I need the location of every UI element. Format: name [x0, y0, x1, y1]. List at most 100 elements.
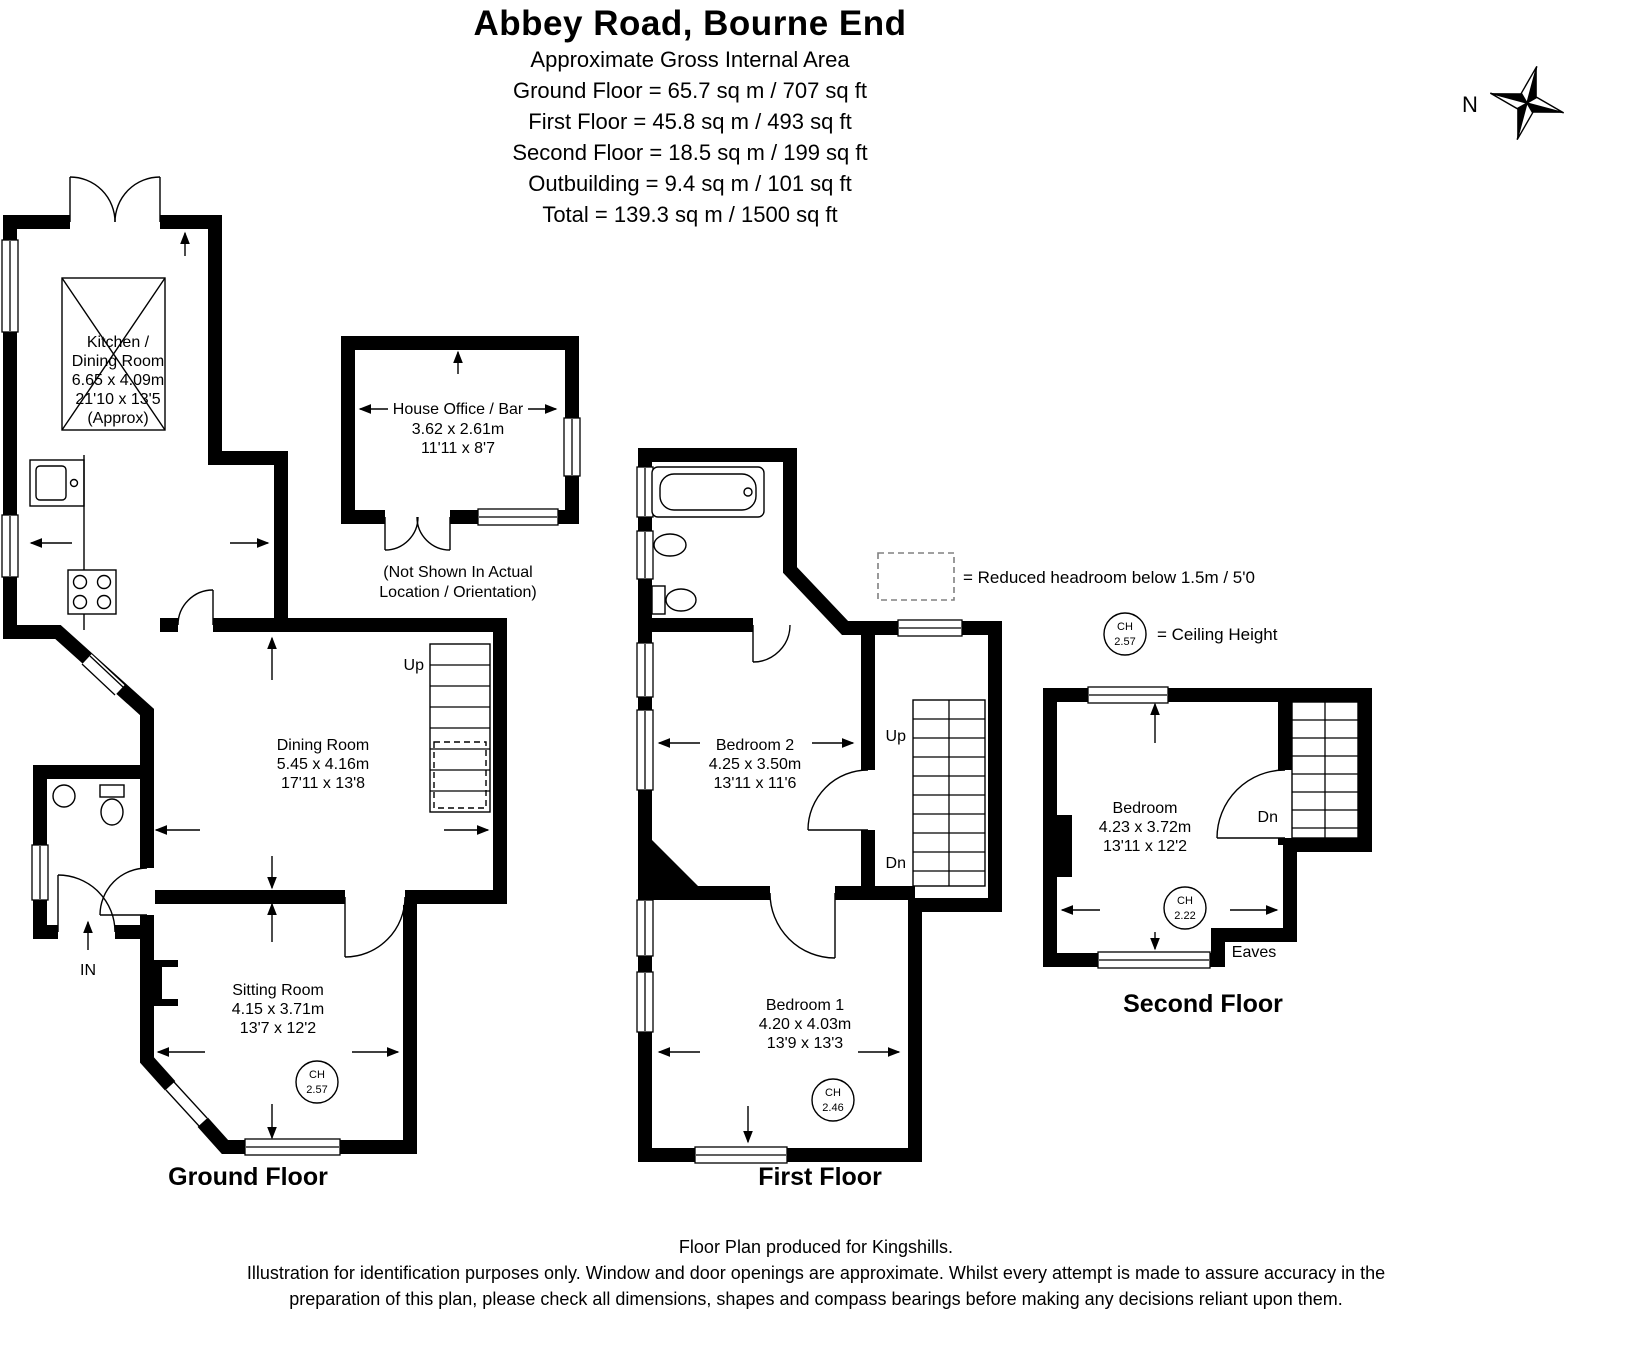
wc-basin-icon: [52, 784, 76, 808]
room-name: Dining Room: [72, 353, 164, 370]
room-dims-ft: 13'9 x 13'3: [767, 1035, 843, 1052]
second-floor-plan: Bedroom 4.23 x 3.72m 13'11 x 12'2 CH 2.2…: [1043, 686, 1372, 969]
office-windows: [477, 417, 581, 526]
second-stairs: [1291, 701, 1359, 839]
second-windows: [1087, 686, 1211, 969]
office-doors: [384, 516, 451, 551]
office-outline: [341, 336, 579, 524]
room-name: Bedroom 2: [716, 737, 794, 754]
rooflight-icon: [61, 277, 166, 431]
first-stairs: [912, 699, 986, 887]
room-name: Bedroom 1: [766, 997, 844, 1014]
room-dims-m: 4.25 x 3.50m: [709, 756, 802, 773]
ground-floor-plan: Kitchen / Dining Room 6.65 x 4.09m 21'10…: [1, 176, 507, 1156]
area-line-second: Second Floor = 18.5 sq m / 199 sq ft: [512, 140, 868, 165]
compass-icon: [1489, 65, 1565, 141]
bath-icon: [651, 466, 765, 518]
sitting-label: Sitting Room 4.15 x 3.71m 13'7 x 12'2: [232, 982, 325, 1037]
ground-doors: [57, 176, 406, 958]
ground-windows: [1, 239, 341, 1156]
page-title: Abbey Road, Bourne End: [473, 4, 907, 43]
ch-abbr: CH: [1117, 621, 1133, 633]
chimney-breast: [1050, 815, 1072, 877]
room-name: Dining Room: [277, 737, 369, 754]
ground-stairs: [429, 643, 491, 813]
ground-floor-outline: [3, 215, 507, 1154]
kitchen-label: Kitchen / Dining Room 6.65 x 4.09m 21'10…: [72, 334, 165, 427]
first-dimension-arrows: [657, 738, 901, 1144]
wc-toilet-icon: [99, 784, 125, 826]
chimney-breast: [652, 840, 698, 886]
header: Abbey Road, Bourne End Approximate Gross…: [0, 0, 1380, 230]
area-line-outbuilding: Outbuilding = 9.4 sq m / 101 sq ft: [528, 171, 852, 196]
ground-floor-caption: Ground Floor: [168, 1163, 328, 1191]
room-name: Sitting Room: [232, 982, 324, 999]
office-label: House Office / Bar 3.62 x 2.61m 11'11 x …: [379, 401, 536, 601]
ch-abbr: CH: [1177, 895, 1193, 907]
ch-abbr: CH: [825, 1087, 841, 1099]
second-dimension-arrows: [1060, 702, 1279, 951]
ch-abbr: CH: [309, 1069, 325, 1081]
reduced-headroom-area: [433, 741, 487, 809]
header-subtitle: Approximate Gross Internal Area: [530, 47, 850, 72]
ceiling-height-sample-badge: CH 2.57: [1103, 612, 1147, 656]
room-dims-ft: 17'11 x 13'8: [281, 775, 365, 792]
ceiling-height-text: = Ceiling Height: [1157, 625, 1278, 644]
first-floor-caption: First Floor: [758, 1163, 882, 1191]
first-floor-plan: Bedroom 2 4.25 x 3.50m 13'11 x 11'6 Bedr…: [636, 448, 1002, 1164]
reduced-headroom-swatch: [877, 552, 955, 601]
area-line-ground: Ground Floor = 65.7 sq m / 707 sq ft: [512, 78, 868, 103]
second-doors: [1216, 769, 1286, 839]
second-bedroom-label: Bedroom 4.23 x 3.72m 13'11 x 12'2: [1099, 800, 1192, 855]
kitchen-sink-icon: [29, 459, 85, 507]
stairs-down-label: Dn: [886, 855, 906, 872]
room-dims-ft: 13'7 x 12'2: [240, 1020, 316, 1037]
ground-dimension-arrows: [29, 231, 490, 1140]
sitting-ceiling-height-badge: CH 2.57: [295, 1060, 339, 1104]
entrance-label: IN: [80, 962, 96, 979]
first-doors: [752, 624, 869, 959]
room-dims-m: 4.20 x 4.03m: [759, 1016, 852, 1033]
room-note: (Approx): [87, 410, 148, 427]
office-note: Location / Orientation): [379, 584, 536, 601]
room-dims-ft: 11'11 x 8'7: [421, 440, 495, 457]
room-dims-m: 6.65 x 4.09m: [72, 372, 165, 389]
stairs-up-label: Up: [886, 728, 907, 745]
ch-value: 2.46: [822, 1102, 843, 1114]
footer: Floor Plan produced for Kingshills. Illu…: [0, 1234, 1632, 1312]
north-label: N: [1462, 92, 1478, 117]
dining-label: Dining Room 5.45 x 4.16m 17'11 x 13'8: [277, 737, 370, 792]
legend: = Reduced headroom below 1.5m / 5'0 CH 2…: [877, 552, 1278, 656]
ch-value: 2.57: [1114, 636, 1135, 648]
office-dimension-arrows: [358, 350, 558, 414]
bathroom-toilet-icon: [651, 585, 697, 615]
eaves-label: Eaves: [1232, 944, 1276, 961]
compass: N: [1462, 65, 1565, 141]
room-dims-ft: 13'11 x 11'6: [714, 775, 797, 792]
room-dims-ft: 21'10 x 13'5: [75, 391, 160, 408]
ch-value: 2.22: [1174, 910, 1195, 922]
second-bedroom-ceiling-height-badge: CH 2.22: [1163, 886, 1207, 930]
ch-value: 2.57: [306, 1084, 327, 1096]
reduced-headroom-text: = Reduced headroom below 1.5m / 5'0: [963, 568, 1255, 587]
stairs-down-label: Dn: [1258, 809, 1278, 826]
bedroom1-label: Bedroom 1 4.20 x 4.03m 13'9 x 13'3: [759, 997, 852, 1052]
footer-disclaimer-line: preparation of this plan, please check a…: [289, 1289, 1343, 1309]
room-name: Kitchen /: [87, 334, 150, 351]
area-line-first: First Floor = 45.8 sq m / 493 sq ft: [528, 109, 852, 134]
room-dims-m: 4.23 x 3.72m: [1099, 819, 1192, 836]
outbuilding-plan: House Office / Bar 3.62 x 2.61m 11'11 x …: [341, 336, 581, 601]
room-dims-m: 3.62 x 2.61m: [412, 421, 505, 438]
bedroom1-ceiling-height-badge: CH 2.46: [811, 1078, 855, 1122]
hob-icon: [67, 569, 117, 615]
footer-producer-line: Floor Plan produced for Kingshills.: [678, 1237, 954, 1257]
first-windows: [636, 466, 963, 1164]
fireplace-icon: [150, 960, 178, 1006]
footer-disclaimer-line: Illustration for identification purposes…: [246, 1263, 1386, 1283]
bedroom2-label: Bedroom 2 4.25 x 3.50m 13'11 x 11'6: [709, 737, 802, 792]
office-note: (Not Shown In Actual: [383, 564, 532, 581]
area-line-total: Total = 139.3 sq m / 1500 sq ft: [542, 202, 838, 227]
second-floor-caption: Second Floor: [1123, 990, 1283, 1018]
